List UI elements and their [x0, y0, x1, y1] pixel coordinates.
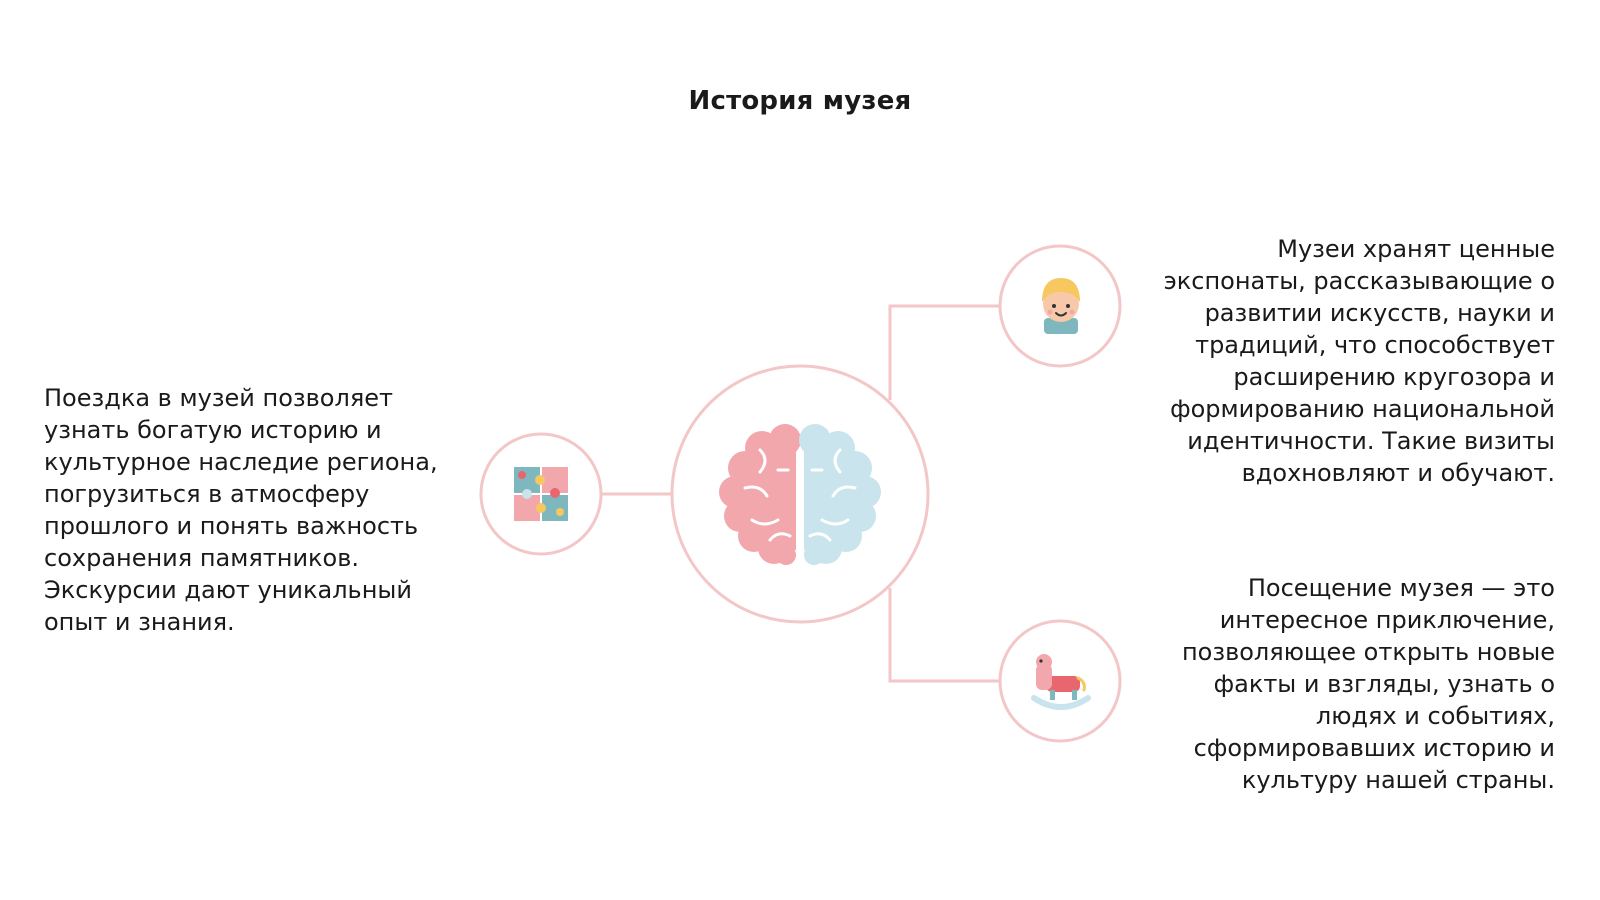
right-bottom-description: Посещение музея — это интересное приключ…: [1181, 574, 1555, 794]
left-description: Поездка в музей позволяет узнать богатую…: [44, 384, 438, 636]
brain-icon: [719, 424, 881, 565]
connectors: [602, 304, 1000, 683]
right-top-node: [998, 244, 1122, 368]
right-bottom-node: [998, 619, 1122, 743]
center-node: [670, 364, 930, 624]
right-top-description: Музеи хранят ценные экспонаты, рассказыв…: [1163, 235, 1555, 487]
left-node: [479, 432, 603, 556]
connector-right-top: [888, 304, 1000, 400]
page-title: История музея: [688, 86, 912, 116]
rocking-horse-icon: [1031, 654, 1091, 710]
connector-right-bottom: [888, 588, 1000, 683]
child-face-icon: [1042, 278, 1080, 334]
puzzle-icon: [514, 467, 568, 521]
